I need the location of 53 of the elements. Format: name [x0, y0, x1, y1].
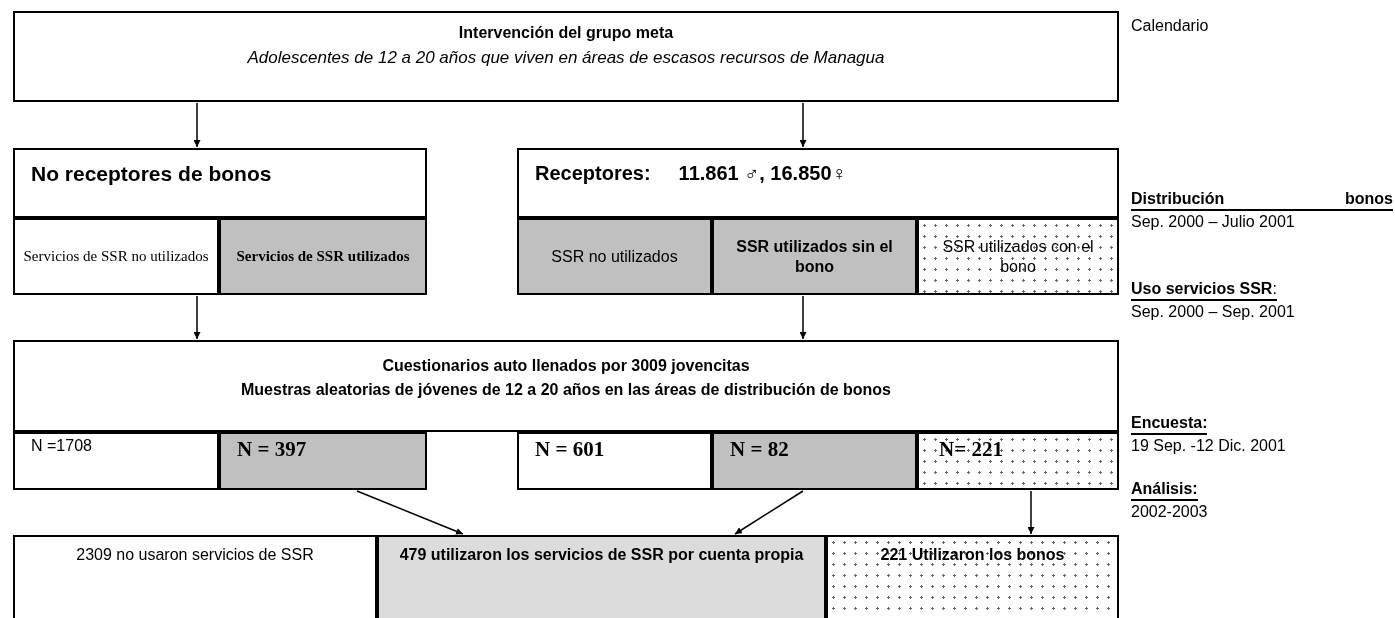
node-text: 221 Utilizaron los bonos — [880, 545, 1065, 565]
arrow — [734, 490, 804, 535]
schedule-text: Sep. 2000 – Sep. 2001 — [1131, 302, 1296, 322]
schedule-heading: Distribución bonos — [1131, 189, 1393, 211]
node-text: No receptores de bonos — [31, 161, 272, 187]
node-text: Intervención del grupo meta — [458, 23, 674, 43]
category-cell — [13, 218, 219, 295]
schedule-heading: Uso servicios SSR: — [1131, 279, 1277, 301]
node-text: N = 82 — [730, 436, 789, 463]
target-group-box — [13, 11, 1119, 102]
schedule-text: 19 Sep. -12 Dic. 2001 — [1131, 436, 1286, 456]
arrow — [799, 102, 807, 148]
node-text: Receptores: — [535, 161, 651, 186]
result-box — [826, 535, 1119, 618]
schedule-heading: Encuesta: — [1131, 413, 1208, 435]
node-text: Cuestionarios auto llenados por 3009 jovencitas — [382, 356, 750, 376]
result-box — [13, 535, 377, 618]
count-cell — [917, 432, 1119, 490]
count-cell — [712, 432, 917, 490]
node-text: SSR no utilizados — [551, 246, 678, 267]
schedule-heading: Análisis: — [1131, 479, 1198, 501]
arrow — [193, 295, 201, 340]
node-text: N= 221 — [939, 436, 1003, 463]
node-text: 2309 no usaron servicios de SSR — [76, 545, 314, 565]
arrow — [193, 102, 201, 148]
node-text: Servicios de SSR utilizados — [236, 247, 410, 266]
node-text: N = 601 — [535, 436, 605, 463]
node-text: N = 397 — [237, 436, 307, 463]
node-text: 479 utilizaron los servicios de SSR por cuenta propia — [399, 545, 804, 565]
count-cell — [13, 432, 219, 490]
node-text: 11.861 ♂, 16.850♀ — [678, 161, 847, 186]
survey-box — [13, 340, 1119, 432]
result-box — [377, 535, 826, 618]
count-cell — [219, 432, 427, 490]
node-text: SSR utilizados con el bono — [941, 236, 1095, 277]
node-text: Muestras aleatorias de jóvenes de 12 a 20 años en las áreas de distribución de bonos — [241, 380, 891, 400]
node-text: SSR utilizados sin el bono — [735, 236, 894, 277]
arrow — [356, 490, 464, 535]
count-cell — [517, 432, 712, 490]
schedule-text: Calendario — [1131, 16, 1209, 36]
category-cell — [917, 218, 1119, 295]
node-text: Servicios de SSR no utilizados — [23, 247, 209, 266]
group-header-box — [13, 148, 427, 218]
node-text: N =1708 — [31, 436, 92, 456]
category-cell — [712, 218, 917, 295]
category-cell — [517, 218, 712, 295]
schedule-text: Sep. 2000 – Julio 2001 — [1131, 212, 1296, 232]
arrow — [1027, 490, 1035, 535]
node-text: Adolescentes de 12 a 20 años que viven en áreas de escasos recursos de Managua — [247, 47, 885, 69]
schedule-text: 2002-2003 — [1131, 502, 1208, 522]
category-cell — [219, 218, 427, 295]
arrow — [799, 295, 807, 340]
group-header-box — [517, 148, 1119, 218]
